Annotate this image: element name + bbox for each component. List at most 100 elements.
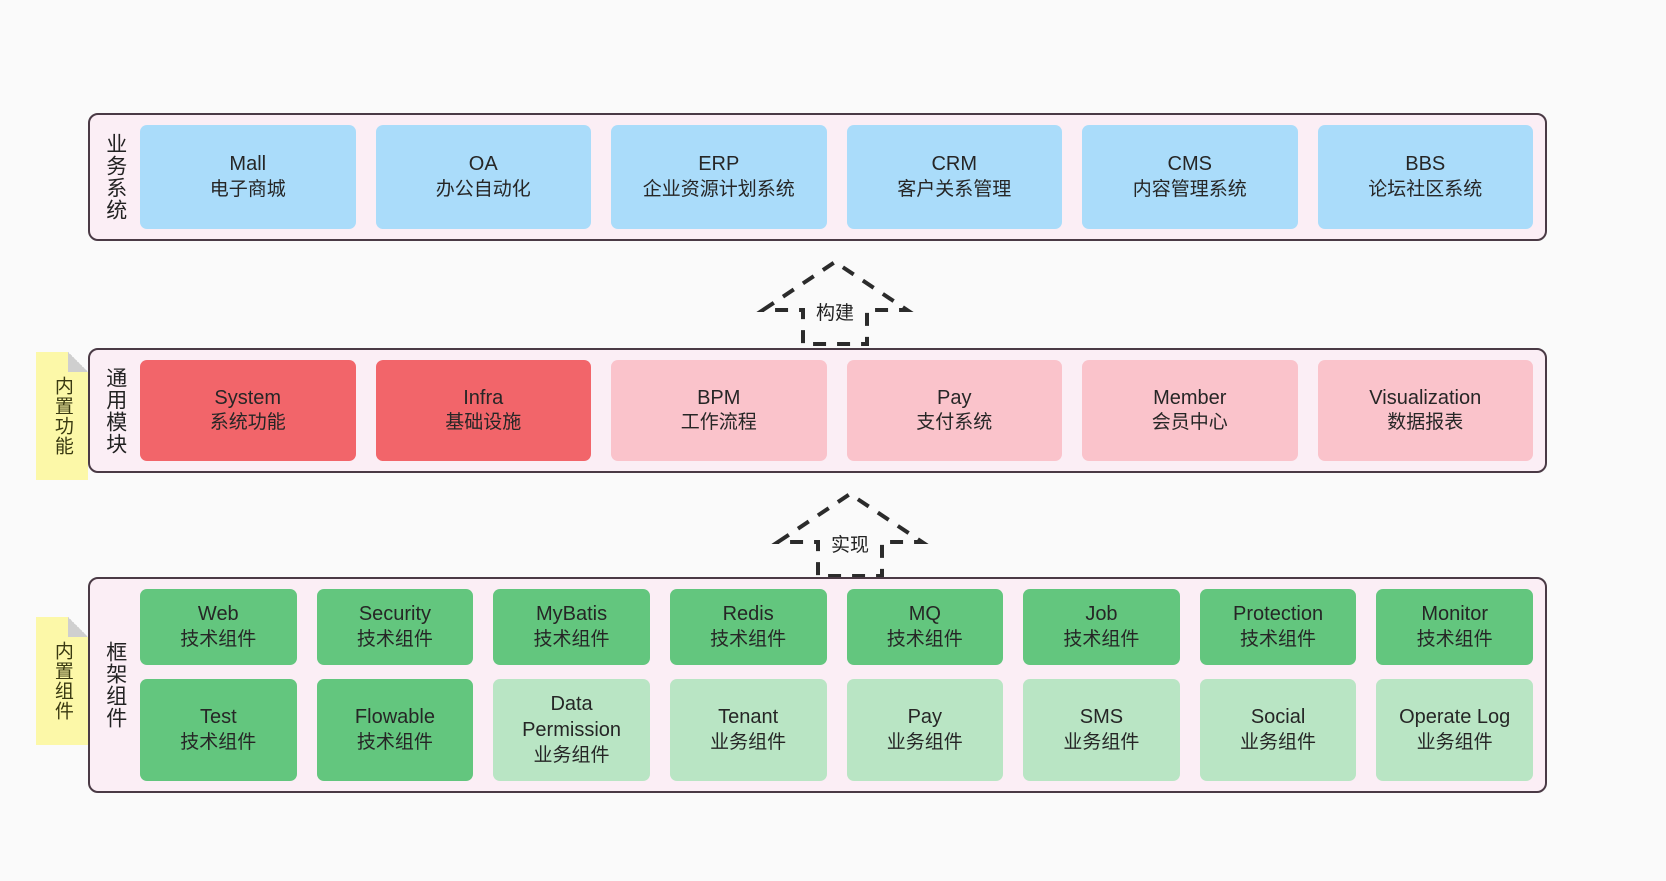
node-subtitle: 业务组件 [1063,731,1140,753]
node-title: BBS [1405,153,1446,176]
node-title: Security [358,603,432,626]
layer-row: System 系统功能 Infra 基础设施 BPM 工作流程 Pay 支付系统… [140,360,1533,461]
node-title: Web [197,603,239,626]
node-subtitle: 技术组件 [1240,628,1317,650]
node-system[interactable]: System 系统功能 [140,360,356,461]
layer-title-business-system: 业务系统 [103,133,127,221]
note-label: 内置功能 [51,376,73,456]
node-title: CRM [931,153,978,176]
node-title: Pay [907,706,943,729]
node-oa[interactable]: OA 办公自动化 [375,125,591,229]
layer-common-module: 通用模块 System 系统功能 Infra 基础设施 BPM 工作流程 Pay… [88,348,1547,473]
layer-body-framework-component: Web 技术组件 Security 技术组件 MyBatis 技术组件 Redi… [132,589,1533,781]
node-subtitle: 数据报表 [1387,412,1464,434]
node-subtitle: 技术组件 [710,628,787,650]
node-social[interactable]: Social 业务组件 [1199,679,1357,781]
node-sms[interactable]: SMS 业务组件 [1023,679,1180,781]
node-title: Social [1250,706,1306,729]
node-title: Redis [722,603,774,626]
node-title: OA [468,153,498,176]
node-subtitle: 技术组件 [533,628,610,650]
node-bbs[interactable]: BBS 论坛社区系统 [1317,125,1533,229]
node-subtitle: 技术组件 [1063,628,1140,650]
node-tenant[interactable]: Tenant 业务组件 [669,679,827,781]
node-erp[interactable]: ERP 企业资源计划系统 [611,125,827,229]
node-title: CMS [1167,153,1212,176]
node-title: Flowable [354,706,435,729]
node-title: ERP [698,153,740,176]
node-redis[interactable]: Redis 技术组件 [669,589,827,666]
node-test[interactable]: Test 技术组件 [140,679,297,781]
node-subtitle: 论坛社区系统 [1368,178,1483,200]
node-member[interactable]: Member 会员中心 [1082,360,1298,461]
node-web[interactable]: Web 技术组件 [140,589,297,666]
dashed-hollow-arrow-icon [756,259,914,346]
layer-title-framework-component: 框架组件 [103,641,127,729]
node-security[interactable]: Security 技术组件 [316,589,474,666]
node-subtitle: 技术组件 [886,628,963,650]
node-subtitle: 会员中心 [1151,412,1228,434]
node-subtitle: 技术组件 [180,628,257,650]
arrow-implement-label: 实现 [830,535,869,556]
node-subtitle: 业务组件 [1240,731,1317,753]
node-cms[interactable]: CMS 内容管理系统 [1082,125,1298,229]
node-title: Operate Log [1399,706,1511,729]
node-title: MyBatis [536,603,608,626]
arrow-build-label: 构建 [815,303,854,324]
node-title: Protection [1233,603,1324,626]
node-subtitle: 工作流程 [680,412,757,434]
node-data-permission[interactable]: Data Permission 业务组件 [493,679,650,781]
node-subtitle: 支付系统 [916,412,993,434]
node-subtitle: 业务组件 [1416,731,1493,753]
layer-business-system: 业务系统 Mall 电子商城 OA 办公自动化 ERP 企业资源计划系统 CRM… [88,113,1547,241]
node-subtitle: 基础设施 [445,412,522,434]
node-flowable[interactable]: Flowable 技术组件 [316,679,474,781]
node-title: Visualization [1369,386,1482,409]
node-title: SMS [1079,706,1124,729]
node-title: Pay [937,386,972,409]
node-mall[interactable]: Mall 电子商城 [140,125,356,229]
node-job[interactable]: Job 技术组件 [1023,589,1180,666]
node-operate-log[interactable]: Operate Log 业务组件 [1376,679,1533,781]
node-subtitle: 客户关系管理 [897,178,1012,200]
node-subtitle: 技术组件 [356,628,433,650]
arrow-build: 构建 [755,256,915,346]
node-pay[interactable]: Pay 支付系统 [846,360,1062,461]
node-visualization[interactable]: Visualization 数据报表 [1317,360,1533,461]
node-protection[interactable]: Protection 技术组件 [1199,589,1357,666]
node-subtitle: 技术组件 [356,731,433,753]
layer-row: Mall 电子商城 OA 办公自动化 ERP 企业资源计划系统 CRM 客户关系… [140,125,1533,229]
node-pay-component[interactable]: Pay 业务组件 [846,679,1004,781]
node-mq[interactable]: MQ 技术组件 [846,589,1004,666]
node-title: System [214,386,282,409]
node-crm[interactable]: CRM 客户关系管理 [846,125,1062,229]
node-subtitle: 业务组件 [710,731,787,753]
layer-body-common-module: System 系统功能 Infra 基础设施 BPM 工作流程 Pay 支付系统… [132,360,1533,461]
node-title: Data Permission [522,693,622,741]
node-title: Job [1085,603,1118,626]
node-monitor[interactable]: Monitor 技术组件 [1376,589,1533,666]
node-subtitle: 技术组件 [1416,628,1493,650]
node-bpm[interactable]: BPM 工作流程 [611,360,827,461]
node-title: Tenant [718,706,779,729]
node-subtitle: 企业资源计划系统 [642,178,795,200]
node-title: Monitor [1421,603,1489,626]
node-infra[interactable]: Infra 基础设施 [375,360,591,461]
node-subtitle: 系统功能 [209,412,286,434]
note-label: 内置组件 [51,641,73,721]
node-mybatis[interactable]: MyBatis 技术组件 [493,589,650,666]
node-title: BPM [697,386,741,409]
node-subtitle: 办公自动化 [435,178,531,200]
node-title: Mall [229,153,267,176]
node-title: Test [199,706,237,729]
layer-body-business-system: Mall 电子商城 OA 办公自动化 ERP 企业资源计划系统 CRM 客户关系… [132,125,1533,229]
node-subtitle: 电子商城 [209,178,286,200]
node-subtitle: 业务组件 [533,744,610,766]
node-subtitle: 业务组件 [886,731,963,753]
note-builtin-feature: 内置功能 [36,352,88,480]
node-subtitle: 内容管理系统 [1132,178,1247,200]
arrow-implement: 实现 [770,488,930,578]
note-builtin-component: 内置组件 [36,617,88,745]
node-title: Member [1153,386,1227,409]
